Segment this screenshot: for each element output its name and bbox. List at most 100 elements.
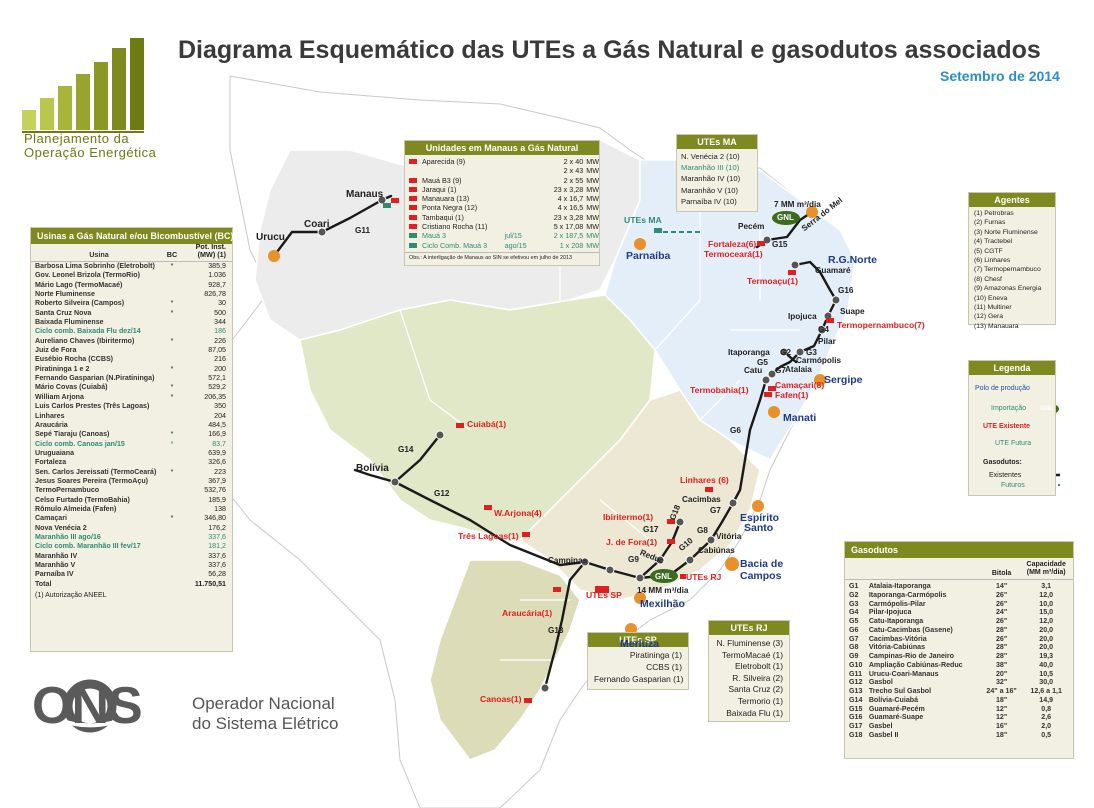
ute-markers-existing [391, 198, 834, 703]
usina-name: Santa Cruz Nova [35, 308, 92, 317]
manaus-unit-qty: 23 x 3,28 [553, 184, 584, 194]
ute-markers-future [383, 203, 662, 233]
usina-value: 346,80 [204, 514, 226, 523]
label-g12: G12 [434, 489, 450, 498]
gasoduto-capacidade: 0,8 [1041, 704, 1052, 713]
label-merluza: Merluza [620, 638, 660, 650]
label-tres-lagoas: Três Lagoas(1) [458, 531, 519, 541]
usina-row: Roberto Silveira (Campos)*30 [31, 299, 232, 308]
label-cabiunas: Cabiúnas [698, 546, 735, 555]
gasoduto-bitola: 12" [995, 713, 1008, 722]
legend-title: Legenda [969, 361, 1055, 375]
region-southeast [518, 389, 761, 601]
gasoduto-id: G12 [849, 678, 863, 687]
agente-item: (7) Termopernambuco [974, 266, 1041, 274]
usina-value: 11.750,51 [194, 579, 226, 588]
page-title: Diagrama Esquemático das UTEs a Gás Natu… [178, 36, 1041, 64]
gasoduto-capacidade: 19,3 [1039, 652, 1054, 660]
usina-bc [163, 421, 181, 430]
gasoduto-name: Carmópolis-Pilar [868, 599, 926, 608]
manaus-units-box: Unidades em Manaus a Gás Natural Apareci… [404, 140, 600, 266]
usina-row: Barbosa Lima Sobrinho (Eletrobolt)*385,9 [31, 262, 232, 271]
label-camacari: Camaçari(8) [775, 380, 825, 390]
manaus-unit-qty: 1 x 208 [559, 240, 584, 250]
label-canoas: Canoas(1) [480, 694, 522, 704]
usina-bc [163, 346, 181, 355]
legend-existentes: Existentes [989, 472, 1022, 479]
label-g17: G17 [643, 525, 659, 534]
label-g15: G15 [772, 240, 788, 249]
usinas-footnote: (1) Autorização ANEEL [35, 592, 107, 600]
usina-value: 138 [214, 504, 226, 513]
manaus-unit-name: Aparecida (9) [422, 157, 466, 166]
usina-bc [163, 533, 181, 542]
manaus-unit-name: Ponta Negra (12) [422, 203, 478, 213]
legend-ute-existente: UTE Existente [983, 423, 1031, 430]
label-espirito-santo-1: Espírito [740, 512, 780, 524]
label-cacimbas: Cacimbas [682, 495, 721, 504]
utes-ma-item: Parnaíba IV (10) [681, 196, 737, 206]
usina-name: Fortaleza [35, 458, 67, 467]
gasoduto-bitola: 28" [995, 625, 1008, 634]
label-rg-norte: R.G.Norte [828, 254, 878, 266]
gasodutos-title: Gasodutos [845, 542, 1073, 558]
usina-name: Eusébio Rocha (CCBS) [35, 355, 114, 364]
usina-bc: * [170, 439, 174, 448]
label-araucaria: Araucária(1) [502, 608, 553, 618]
usina-bc [163, 570, 181, 579]
utes-sp-box: UTEs SP Piratininga (1)CCBS (1)Fernando … [587, 632, 689, 690]
manaus-unit-date [505, 222, 535, 231]
label-vitoria: Vitória [716, 532, 742, 541]
usina-value: 572,1 [208, 374, 226, 383]
manaus-unit-date [505, 157, 535, 166]
gasoduto-capacidade: 12,0 [1039, 590, 1054, 599]
gasoduto-bitola: 28" [995, 643, 1008, 652]
usina-value: 87,05 [208, 346, 226, 355]
label-gnl-pecem-cap: 7 MM m³/dia [774, 200, 821, 209]
usina-value: 30 [218, 299, 226, 308]
usina-name: Maranhão IV [35, 551, 78, 560]
usina-bc [163, 412, 181, 421]
gasoduto-id: G2 [849, 590, 859, 599]
agentes-rows: (1) Petrobras(2) Furnas(3) Norte Flumine… [969, 207, 1055, 331]
usina-name: Mário Lago (TermoMacaé) [35, 280, 123, 289]
manaus-box-title: Unidades em Manaus a Gás Natural [405, 141, 599, 155]
ute-marker-icon [409, 168, 417, 173]
pole-parnaiba [634, 238, 646, 250]
agente-item: (8) Chesf [974, 275, 1002, 283]
ute-marker-icon [409, 177, 417, 183]
usina-value: 166,9 [208, 430, 226, 439]
usina-bc [163, 477, 181, 486]
label-g4: G4 [818, 325, 829, 334]
agente-item: (4) Tractebel [974, 238, 1013, 246]
label-g7a: G7 [775, 366, 786, 375]
gasoduto-id: G9 [849, 652, 859, 660]
utes-ma-item: Maranhão V (10) [681, 185, 738, 195]
usina-value: 206,35 [204, 392, 226, 401]
pole-espirito-santo [752, 500, 764, 512]
label-g2: G2 [780, 348, 791, 357]
label-g16: G16 [838, 286, 854, 295]
usina-name: Piratininga 1 e 2 [35, 364, 90, 373]
gasoduto-bitola: 26" [995, 599, 1008, 608]
usina-bc [163, 327, 181, 336]
manaus-unit-qty: 2 x 187,5 [553, 231, 584, 241]
utes-rj-box: UTEs RJ N. Fluminense (3)TermoMacaé (1)E… [708, 620, 790, 722]
gasoduto-bitola: 14" [995, 582, 1008, 590]
gasoduto-name: Guamaré-Pecém [868, 704, 925, 713]
label-atalaia: Atalaia [785, 365, 812, 374]
pole-bacia-campos [725, 557, 739, 571]
utes-rj-item: Baixada Flu (1) [726, 707, 783, 718]
usina-name: Luis Carlos Prestes (Três Lagoas) [35, 402, 150, 411]
usina-value: 639,9 [208, 448, 226, 457]
gasoduto-capacidade: 40,0 [1039, 660, 1054, 669]
agente-item: (5) CGTF [974, 247, 1003, 255]
utes-rj-item: N. Fluminense (3) [716, 638, 783, 648]
logo-line1: Planejamento da [24, 131, 130, 146]
